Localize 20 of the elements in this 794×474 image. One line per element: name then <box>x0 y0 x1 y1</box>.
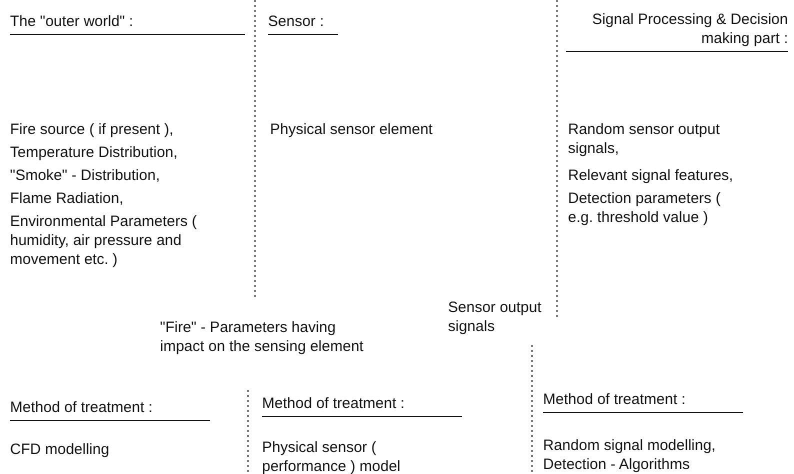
annotation-text: "Fire" - Parameters having impact on the sensing element <box>160 318 364 356</box>
list-item: "Smoke" - Distribution, <box>10 166 161 185</box>
list-item: Detection parameters ( e.g. threshold value ) <box>568 189 722 227</box>
list-item: Relevant signal features, <box>568 166 734 185</box>
column-heading: The "outer world" : <box>10 12 245 35</box>
column-heading: Signal Processing & Decision making part : <box>566 10 788 52</box>
row-heading: Method of treatment : <box>262 394 462 417</box>
list-item: Environmental Parameters ( humidity, air pressure and movement etc. ) <box>10 212 198 269</box>
body-text: CFD modelling <box>10 440 110 459</box>
list-item: Flame Radiation, <box>10 189 124 208</box>
column-heading: Sensor : <box>268 12 338 35</box>
body-text: Random signal modelling, Detection - Algorithms <box>543 436 717 474</box>
row-heading: Method of treatment : <box>10 398 210 421</box>
list-item: Random sensor output signals, <box>568 120 721 158</box>
body-text: Physical sensor element <box>270 120 434 139</box>
list-item: Temperature Distribution, <box>10 143 179 162</box>
annotation-text: Sensor output signals <box>448 298 542 336</box>
body-text: Physical sensor ( performance ) model <box>262 438 402 474</box>
row-heading: Method of treatment : <box>543 390 743 413</box>
list-item: Fire source ( if present ), <box>10 120 174 139</box>
